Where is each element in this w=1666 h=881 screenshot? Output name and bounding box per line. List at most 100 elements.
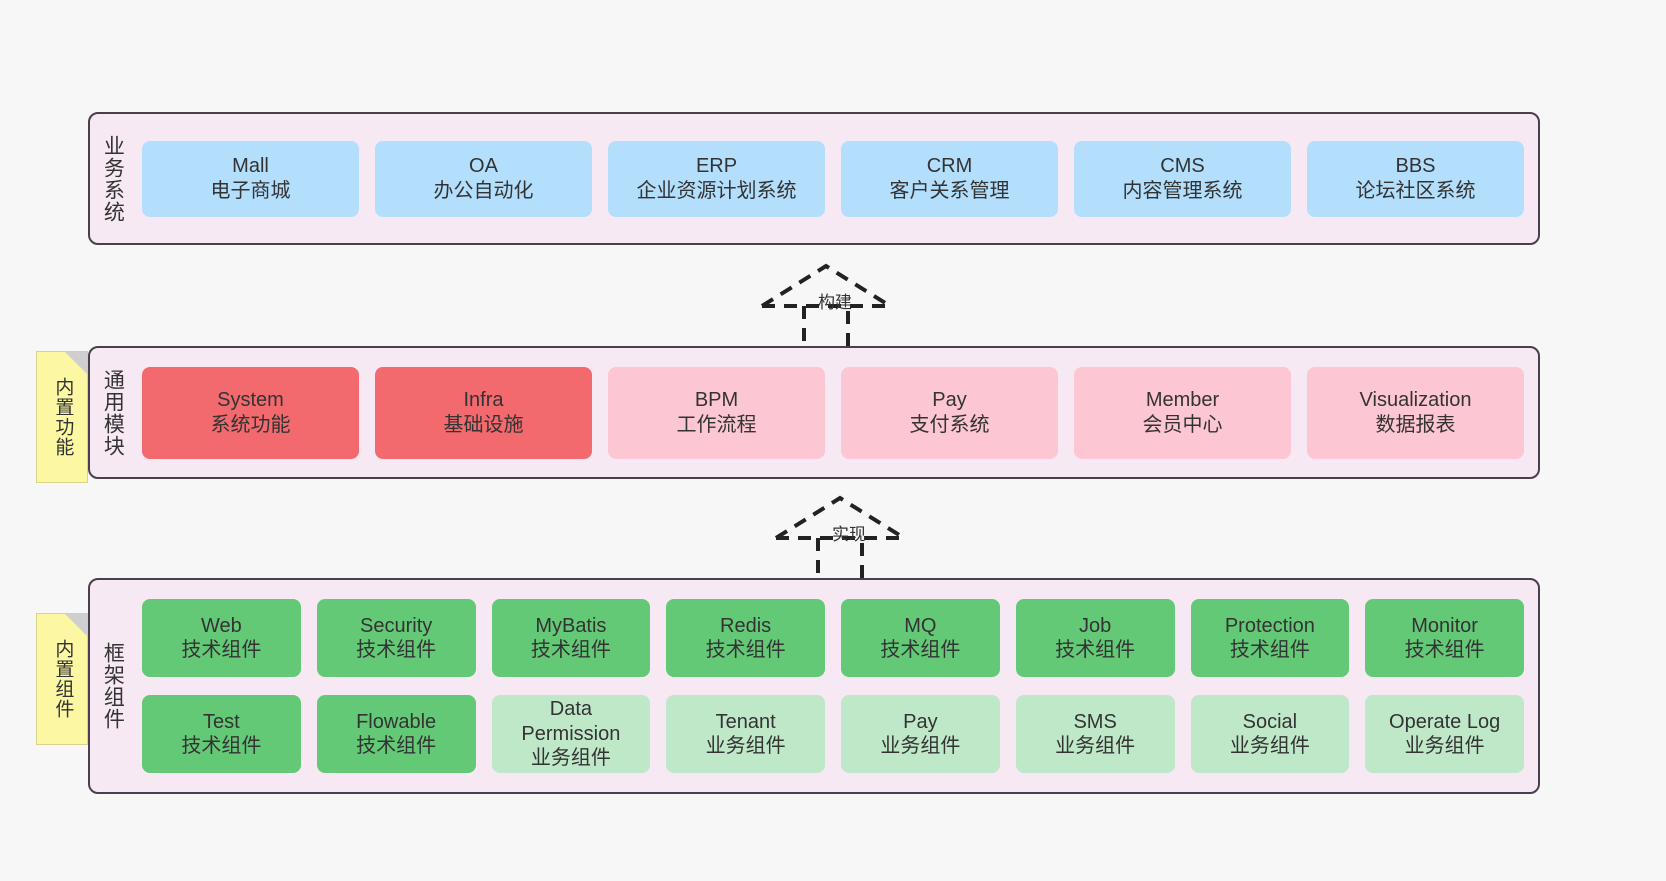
connector-build-shape [760, 263, 892, 350]
card-description: 系统功能 [210, 413, 291, 436]
card-description: 技术组件 [1229, 639, 1310, 661]
card-description: 电子商城 [210, 179, 291, 202]
card-name: Flowable [356, 710, 437, 733]
card-description: 技术组件 [356, 735, 437, 757]
card-name: Tenant [715, 710, 776, 733]
card-name: BPM [694, 389, 739, 412]
card-name: OA [469, 155, 498, 178]
connector-implement-shape [774, 495, 906, 582]
connector-implement: 实现 [770, 490, 946, 582]
card-description: 办公自动化 [433, 179, 534, 202]
card-name: Data Permission [521, 698, 621, 745]
card-description: 业务组件 [1229, 735, 1310, 757]
card-name: MyBatis [535, 614, 607, 637]
card-description: 技术组件 [880, 639, 961, 661]
card-description: 技术组件 [530, 639, 611, 661]
card-description: 业务组件 [880, 735, 961, 757]
card-name: Web [200, 614, 242, 637]
card-description: 技术组件 [356, 639, 437, 661]
card-description: 业务组件 [530, 747, 611, 770]
sticky-note-builtin-components-label: 内置组件 [52, 639, 74, 719]
card-description: 企业资源计划系统 [636, 179, 797, 202]
card-description: 业务组件 [705, 735, 786, 757]
card-description: 业务组件 [1055, 735, 1136, 757]
card-description: 技术组件 [1055, 639, 1136, 661]
connector-build-label: 构建 [818, 293, 852, 312]
card-name: BBS [1395, 155, 1436, 178]
card-description: 数据报表 [1375, 413, 1456, 436]
connector-build: 构建 [756, 258, 932, 350]
card-name: Social [1242, 710, 1298, 733]
card-name: Protection [1224, 614, 1315, 637]
card-description: 支付系统 [909, 413, 990, 436]
card-description: 工作流程 [676, 413, 757, 436]
sticky-note-fold-icon [65, 614, 87, 636]
card-name: CRM [926, 155, 973, 178]
sticky-note-fold-icon [65, 352, 87, 374]
card-name: Job [1079, 614, 1112, 637]
card-name: Operate Log [1389, 710, 1501, 733]
card-name: Infra [463, 389, 504, 412]
card-description: 技术组件 [181, 639, 262, 661]
card-name: Monitor [1411, 614, 1478, 637]
card-description: 论坛社区系统 [1355, 179, 1476, 202]
sticky-note-builtin-components: 内置组件 [36, 613, 88, 745]
card-name: Mall [232, 155, 269, 178]
card-name: Security [360, 614, 433, 637]
card-description: 内容管理系统 [1122, 179, 1243, 202]
card-name: CMS [1160, 155, 1205, 178]
card-name: Test [203, 710, 240, 733]
card-name: ERP [695, 155, 738, 178]
card-description: 基础设施 [443, 413, 524, 436]
card-name: Pay [903, 710, 938, 733]
connector-implement-label: 实现 [832, 525, 866, 544]
card-name: System [217, 389, 284, 412]
layer-framework-components-title: 框架组件 [101, 642, 125, 730]
card-description: 业务组件 [1404, 735, 1485, 757]
card-description: 技术组件 [705, 639, 786, 661]
sticky-note-builtin-features-label: 内置功能 [52, 377, 74, 457]
card-description: 技术组件 [181, 735, 262, 757]
sticky-note-builtin-features: 内置功能 [36, 351, 88, 483]
card-name: Redis [720, 614, 772, 637]
layer-business-system-title: 业务系统 [101, 134, 125, 223]
card-name: MQ [904, 614, 937, 637]
